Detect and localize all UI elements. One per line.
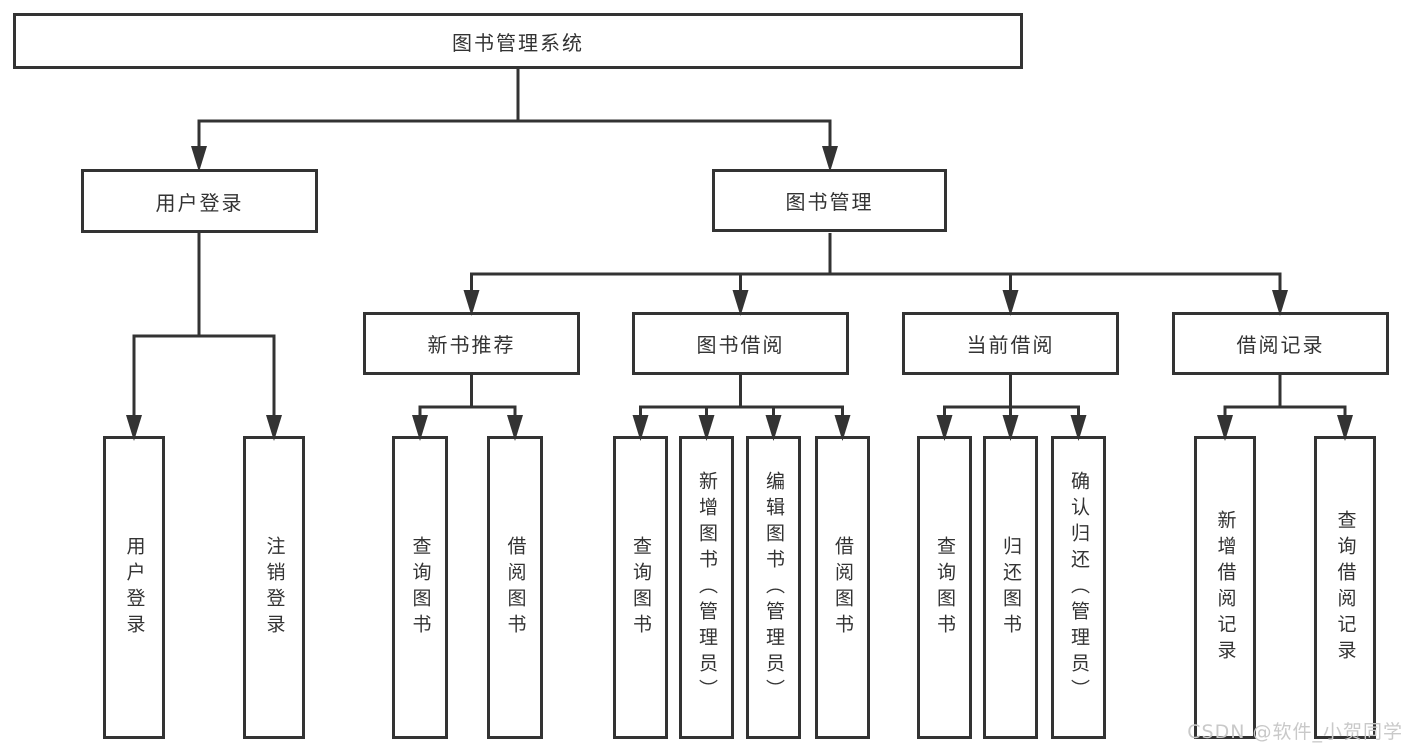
node-current-borrow: 当前借阅 [902,312,1119,375]
leaf-newrec-query-book: 查询图书 [392,436,448,739]
node-book-mgmt: 图书管理 [712,169,947,232]
leaf-borrow-borrow-book-label: 借阅图书 [832,535,854,640]
node-new-book-rec: 新书推荐 [363,312,580,375]
watermark: CSDN @软件_小贺同学 [1187,721,1403,743]
leaf-record-query-record: 查询借阅记录 [1314,436,1376,739]
connector-root-to-level2 [197,69,832,150]
leaf-record-add-record: 新增借阅记录 [1194,436,1256,739]
node-current-borrow-label: 当前借阅 [966,333,1055,357]
node-root-label: 图书管理系统 [452,30,584,55]
leaf-borrow-edit-book-admin-label: 编辑图书（管理员） [763,470,785,705]
leaf-borrow-add-book-admin: 新增图书（管理员） [679,436,734,739]
leaf-current-query-book: 查询图书 [917,436,972,739]
node-book-borrow: 图书借阅 [632,312,849,375]
leaf-current-return-book: 归还图书 [983,436,1038,739]
leaf-newrec-query-book-label: 查询图书 [409,535,432,640]
leaf-newrec-borrow-book: 借阅图书 [487,436,543,739]
node-user-login-label: 用户登录 [155,190,244,215]
leaf-logout: 注销登录 [243,436,305,739]
node-book-borrow-label: 图书借阅 [696,333,785,357]
leaf-current-confirm-return-admin-label: 确认归还（管理员） [1068,470,1090,705]
leaf-current-query-book-label: 查询图书 [934,535,956,640]
node-borrow-record: 借阅记录 [1172,312,1389,375]
leaf-user-login-label: 用户登录 [123,535,146,640]
node-root: 图书管理系统 [13,13,1023,69]
node-user-login: 用户登录 [81,169,318,233]
node-book-mgmt-label: 图书管理 [785,190,874,214]
leaf-current-confirm-return-admin: 确认归还（管理员） [1051,436,1106,739]
leaf-borrow-edit-book-admin: 编辑图书（管理员） [746,436,801,739]
connector-user-login-to-leaves [132,233,276,419]
leaf-borrow-query-book: 查询图书 [613,436,668,739]
leaf-borrow-query-book-label: 查询图书 [630,535,652,640]
connector-book-borrow-to-leaves [639,375,844,419]
leaf-borrow-borrow-book: 借阅图书 [815,436,870,739]
node-borrow-record-label: 借阅记录 [1236,333,1325,357]
node-new-book-rec-label: 新书推荐 [427,333,516,357]
leaf-user-login: 用户登录 [103,436,165,739]
connector-borrow-record-to-leaves [1223,375,1347,419]
leaf-record-add-record-label: 新增借阅记录 [1214,509,1237,666]
leaf-newrec-borrow-book-label: 借阅图书 [504,535,527,640]
leaf-logout-label: 注销登录 [263,535,286,640]
leaf-record-query-record-label: 查询借阅记录 [1334,509,1357,666]
leaf-current-return-book-label: 归还图书 [1000,535,1022,640]
connector-current-borrow-to-leaves [943,375,1080,419]
leaf-borrow-add-book-admin-label: 新增图书（管理员） [696,470,718,705]
connector-book-mgmt-to-level3 [470,233,1282,294]
connector-new-book-rec-to-leaves [418,375,517,419]
